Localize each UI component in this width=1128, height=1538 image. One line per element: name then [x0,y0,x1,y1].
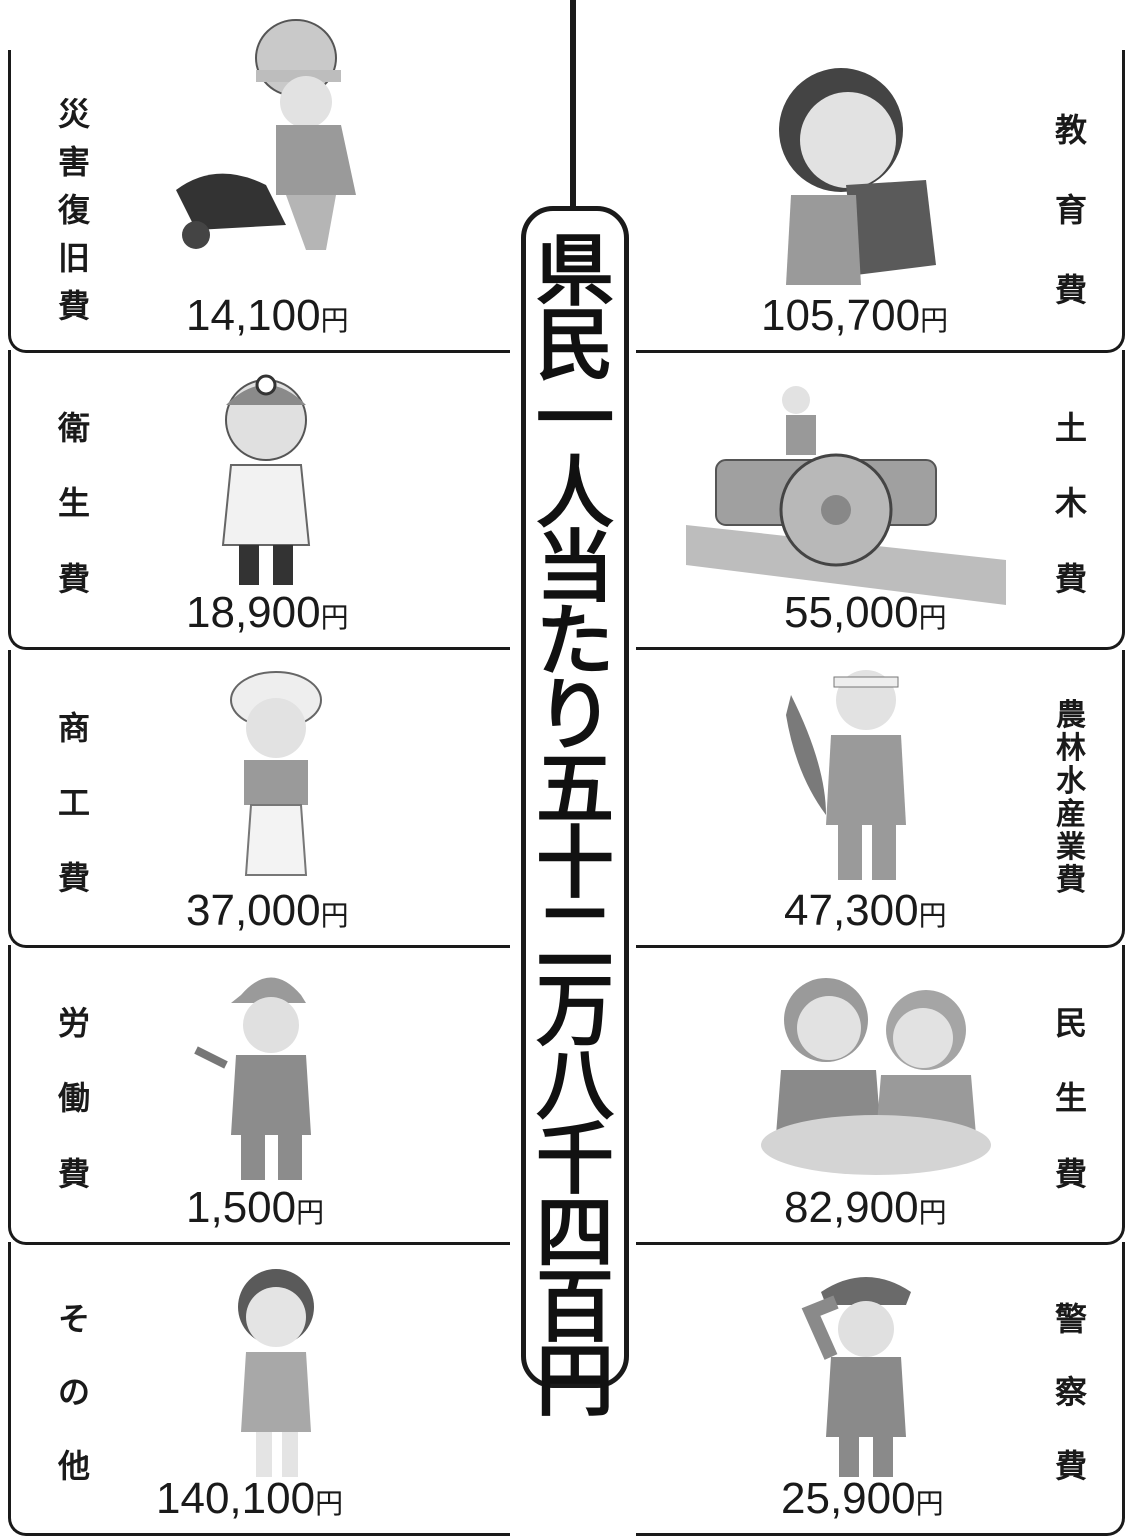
panel-education: 教 育 費 105,700円 [636,50,1125,353]
amount-agriculture-forestry-fisheries: 47,300円 [784,886,947,935]
title-char: 民 [535,301,614,391]
road-roller-illustration [686,386,1006,605]
title-pill: 県 民 一 人 当 た り 五 十 二 万 八 千 四 百 円 [521,206,629,1421]
panel-other: そ の 他 140,100円 [8,1242,510,1536]
fisherman-holding-fish-illustration [786,670,906,880]
police-officer-salute-illustration [801,1277,911,1477]
amount-disaster-recovery: 14,100円 [186,291,349,340]
title-char: た [535,597,614,687]
category-label: そ の 他 [57,1299,90,1486]
baker-holding-bread-illustration [230,671,322,876]
category-label: 災 害 復 旧 費 [57,95,90,325]
title-char: 県 [535,227,614,317]
title-char: り [535,671,614,761]
title-char: 八 [535,1041,614,1131]
panel-hygiene: 衛 生 費 18,900円 [8,350,510,650]
amount-police: 25,900円 [781,1474,944,1523]
title-char: 一 [535,375,614,465]
panel-civil-engineering: 土 木 費 55,000円 [636,350,1125,650]
amount-civil-engineering: 55,000円 [784,588,947,637]
category-label: 衛 生 費 [57,408,90,599]
schoolgirl-randoseru-illustration [779,68,936,285]
panel-police: 警 察 費 25,900円 [636,1242,1125,1536]
panel-disaster-recovery: 災 害 復 旧 費 14,100円 [8,19,510,353]
title-char: 人 [535,449,614,539]
title-char: 十 [535,819,614,909]
amount-other: 140,100円 [156,1474,344,1523]
amount-labor: 1,500円 [186,1183,325,1232]
title-char: 万 [535,967,614,1057]
category-label: 商 工 費 [57,708,90,897]
category-label: 警 察 費 [1054,1299,1087,1486]
title-char: 五 [535,745,614,835]
category-label: 農 林 水 産 業 費 [1056,697,1086,898]
panel-welfare: 民 生 費 82,900円 [636,945,1125,1245]
title-char: 千 [535,1115,614,1205]
amount-education: 105,700円 [761,291,949,340]
category-label: 土 木 費 [1054,408,1087,599]
category-label: 民 生 費 [1054,1003,1087,1194]
construction-worker-wheelbarrow-illustration [176,19,356,250]
title-char: 四 [535,1189,614,1279]
title-char: 円 [535,1337,614,1427]
title-char: 二 [535,893,614,983]
panel-labor: 労 働 費 1,500円 [8,945,510,1245]
title-text: 県 民 一 人 当 た り 五 十 二 万 八 千 四 百 円 [526,227,624,1427]
doctor-stethoscope-illustration [221,374,311,585]
amount-welfare: 82,900円 [784,1183,947,1232]
elderly-couple-tea-illustration [761,978,991,1175]
panel-agriculture-forestry-fisheries: 農 林 水 産 業 費 47,300円 [636,650,1125,948]
category-label: 教 育 費 [1054,111,1087,309]
office-woman-illustration [238,1269,314,1477]
title-char: 当 [535,523,614,613]
title-char: 百 [535,1263,614,1353]
category-label: 労 働 費 [57,1003,90,1194]
amount-commerce-industry: 37,000円 [186,886,349,935]
amount-hygiene: 18,900円 [186,588,349,637]
connector-stem [570,0,576,210]
panel-commerce-industry: 商 工 費 37,000円 [8,650,510,948]
mechanic-wrench-illustration [194,977,311,1180]
